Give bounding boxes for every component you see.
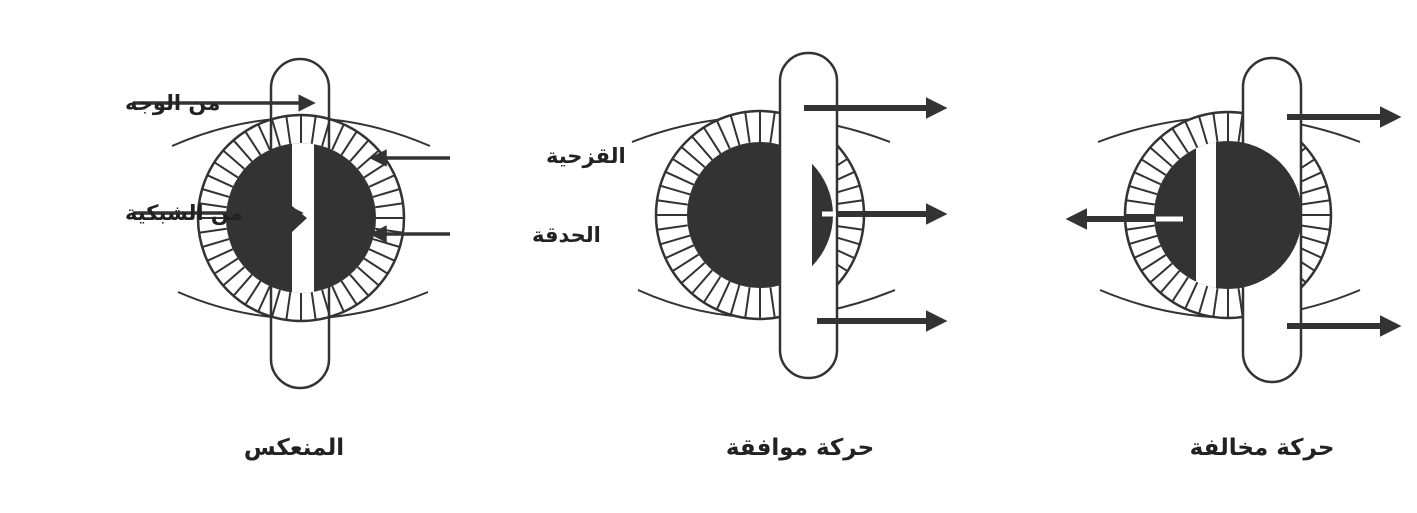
retinoscope-streak: [269, 57, 331, 390]
iris-spoke: [1184, 120, 1199, 149]
iris-spoke: [331, 285, 345, 313]
iris-spoke: [1184, 281, 1199, 310]
iris-spoke: [368, 174, 396, 188]
iris-spoke: [1212, 288, 1219, 318]
iris-spoke: [1159, 136, 1181, 160]
label-from-retina: من الشبكية: [125, 201, 243, 225]
iris-spoke: [206, 248, 234, 262]
annotation-arrows: [133, 94, 450, 243]
motion-arrows: [804, 97, 948, 332]
iris-spoke: [1149, 262, 1173, 284]
iris-spoke: [201, 188, 230, 198]
iris-spoke: [206, 174, 234, 188]
iris-spoke: [1133, 244, 1162, 259]
iris-spoke: [1298, 234, 1328, 245]
iris-spoke: [257, 123, 271, 151]
iris-spoke: [232, 274, 253, 297]
label-from-face: من الوجه: [125, 91, 220, 115]
panel-against-motion: حركة مخالفة: [1065, 56, 1402, 461]
iris-spoke: [357, 266, 380, 287]
iris-spoke: [729, 114, 741, 146]
iris-spoke: [244, 280, 262, 306]
iris-spoke: [285, 115, 292, 144]
panel-reflex: من الوجه من الشبكية القزحية الحدقة المنع…: [125, 57, 626, 461]
iris-spoke: [285, 292, 292, 321]
iris-spoke: [691, 269, 713, 295]
iris-spoke: [244, 130, 262, 156]
iris-spoke: [1128, 185, 1158, 196]
iris-spoke: [363, 257, 389, 275]
iris-spoke: [1301, 199, 1331, 206]
iris-spoke: [744, 287, 751, 319]
iris-spoke: [349, 274, 370, 297]
iris-spoke: [271, 118, 281, 147]
label-pupil: الحدقة: [532, 223, 601, 247]
iris-spoke: [769, 111, 776, 143]
iris-spoke: [664, 170, 695, 186]
iris-spoke: [729, 284, 741, 316]
label-iris: القزحية: [546, 144, 626, 168]
iris-spoke: [340, 130, 358, 156]
iris-spoke: [1171, 276, 1189, 303]
iris-spoke: [198, 227, 227, 234]
iris-spoke: [702, 126, 722, 155]
iris-spoke: [1133, 171, 1162, 186]
iris-spoke: [310, 292, 317, 321]
iris-spoke: [1140, 254, 1167, 272]
iris-spoke: [1301, 224, 1331, 231]
caption-against-motion: حركة مخالفة: [1190, 435, 1335, 461]
iris-spoke: [1212, 112, 1219, 142]
iris-spoke: [349, 139, 370, 162]
iris-spoke: [368, 248, 396, 262]
iris-spoke: [769, 287, 776, 319]
iris-spoke: [1159, 270, 1181, 294]
iris-spoke: [1198, 115, 1209, 145]
iris-spoke: [1125, 199, 1155, 206]
iris-spoke: [331, 123, 345, 151]
iris-spoke: [1171, 127, 1189, 154]
iris-spoke: [656, 199, 688, 206]
iris-spoke: [222, 149, 245, 170]
caption-with-motion: حركة موافقة: [726, 435, 874, 461]
iris-spoke: [671, 157, 700, 177]
iris-spoke: [372, 188, 401, 198]
iris-spoke: [213, 161, 239, 179]
caption-reflex: المنعكس: [244, 435, 344, 461]
iris-spoke: [201, 238, 230, 248]
iris-spoke: [1298, 185, 1328, 196]
iris-spoke: [691, 135, 713, 161]
iris-spoke: [213, 257, 239, 275]
iris-spoke: [1198, 285, 1209, 315]
iris-spoke: [198, 202, 227, 209]
iris-spoke: [340, 280, 358, 306]
iris-spoke: [659, 184, 691, 196]
iris-spoke: [375, 202, 404, 209]
iris-spoke: [744, 111, 751, 143]
iris-spoke: [222, 266, 245, 287]
iris-spoke: [257, 285, 271, 313]
panel-with-motion: حركة موافقة: [631, 51, 948, 461]
iris-spoke: [680, 146, 706, 168]
iris-spoke: [656, 224, 688, 231]
iris-spoke: [715, 119, 731, 150]
iris-spoke: [1128, 234, 1158, 245]
iris-spoke: [671, 253, 700, 273]
iris-spoke: [1140, 158, 1167, 176]
iris-spoke: [1125, 224, 1155, 231]
iris-spoke: [659, 234, 691, 246]
iris-spoke: [680, 262, 706, 284]
iris-spoke: [1149, 146, 1173, 168]
iris-spoke: [271, 289, 281, 318]
iris-spoke: [702, 275, 722, 304]
iris-spoke: [715, 280, 731, 311]
iris-spoke: [232, 139, 253, 162]
iris-spoke: [664, 244, 695, 260]
iris-spoke: [310, 115, 317, 144]
